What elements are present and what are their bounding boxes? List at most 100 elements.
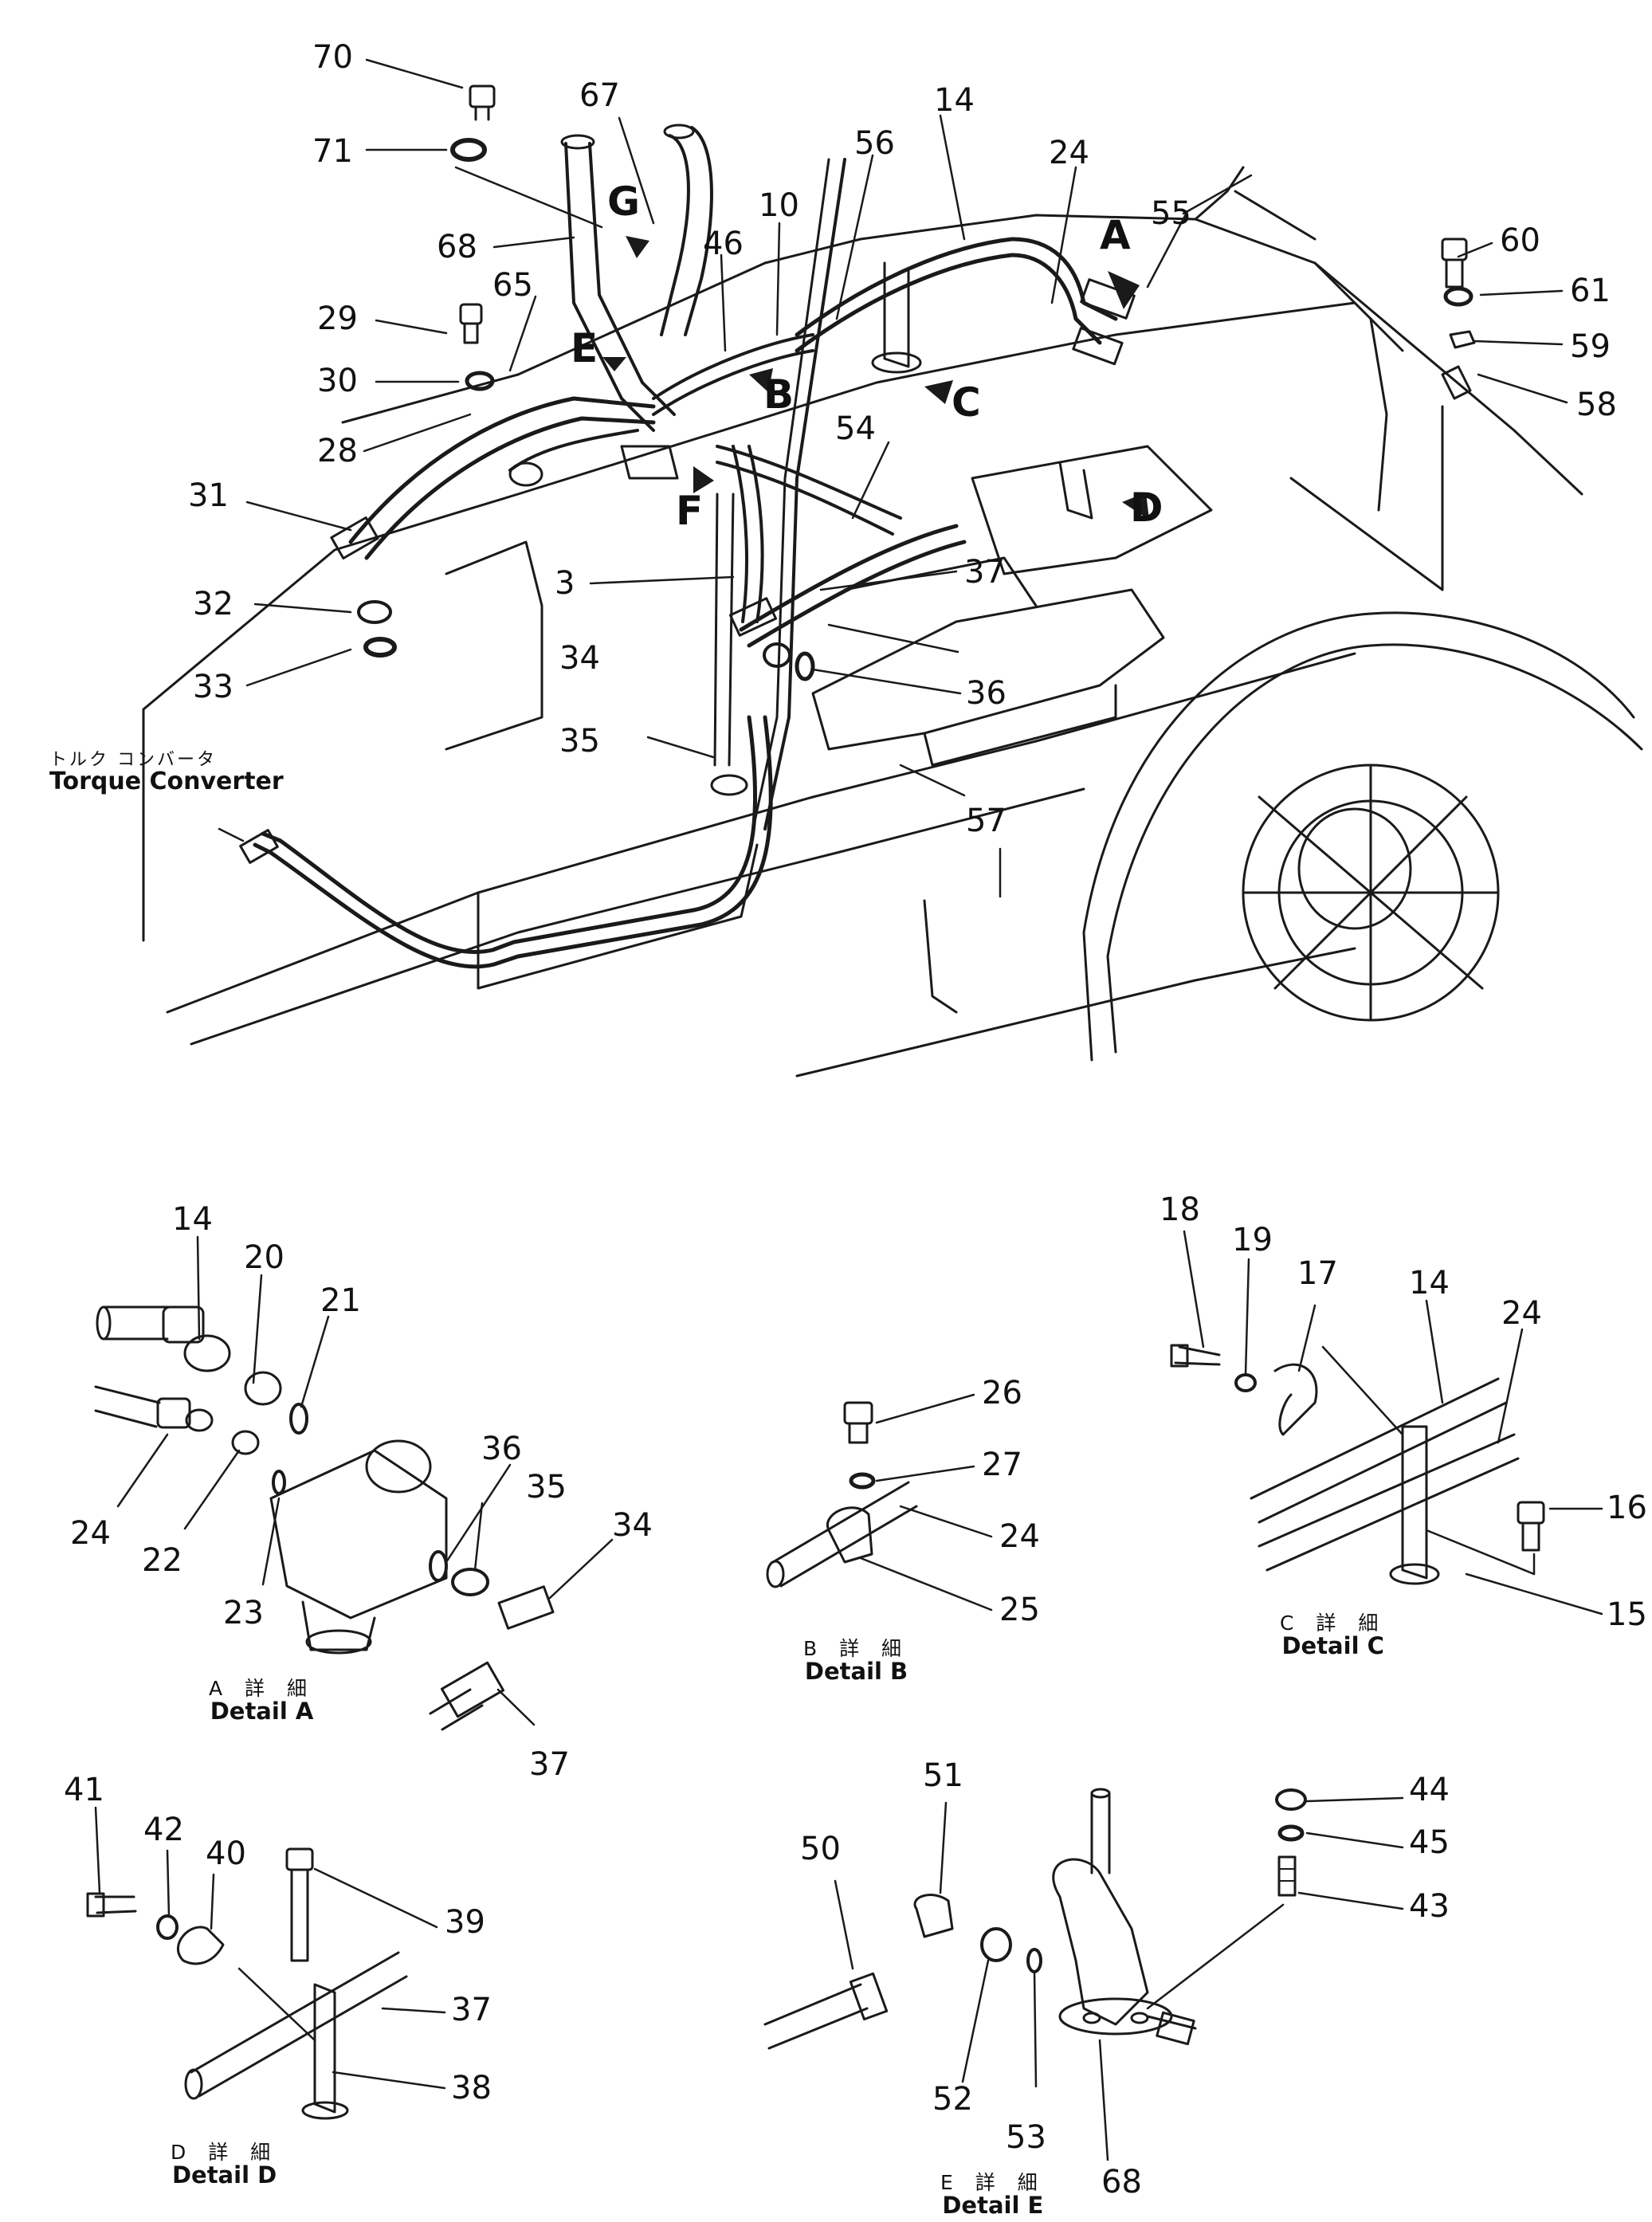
part-number-24: 24 [70,1515,111,1552]
detail-e-caption-en: Detail E [942,2192,1044,2220]
part-number-26: 26 [982,1375,1022,1411]
part-number-54: 54 [835,410,876,447]
detail-c-caption-jp: C 詳 細 [1280,1612,1387,1635]
detail-e-drawing [763,1788,1307,2050]
part-number-24: 24 [1049,135,1089,171]
part-number-36: 36 [966,675,1007,712]
part-number-50: 50 [800,1831,841,1867]
part-number-14: 14 [934,82,975,119]
detail-e-leaders [834,1796,1404,2161]
part-number-52: 52 [932,2081,973,2118]
detail-a-caption-en: Detail A [210,1698,314,1725]
detail-c-leaders [1183,1230,1603,1615]
detail-b-caption-en: Detail B [804,1658,908,1686]
view-marker-b: B [763,371,795,418]
part-number-29: 29 [317,300,358,337]
part-number-68: 68 [1101,2164,1142,2200]
part-number-59: 59 [1570,328,1611,365]
part-number-71: 71 [312,133,353,170]
part-number-40: 40 [206,1835,246,1872]
part-number-53: 53 [1006,2119,1046,2156]
part-number-51: 51 [923,1757,963,1794]
part-number-42: 42 [143,1812,184,1848]
part-number-24: 24 [999,1518,1040,1555]
part-number-39: 39 [445,1904,485,1941]
leader-lines-main [245,58,1568,898]
part-number-38: 38 [451,2070,492,2106]
part-number-33: 33 [193,669,233,705]
part-number-45: 45 [1409,1824,1450,1861]
part-number-57: 57 [966,803,1007,839]
part-number-37: 37 [964,554,1005,591]
part-number-56: 56 [854,125,895,162]
part-number-20: 20 [244,1239,284,1276]
part-number-35: 35 [526,1469,567,1506]
detail-c-caption: C 詳 細 Detail C [1280,1612,1387,1659]
detail-e-caption-jp: E 詳 細 [940,2171,1046,2194]
view-marker-c: C [952,379,981,426]
torque-converter-label-en: Torque Converter [49,767,284,796]
part-number-15: 15 [1607,1596,1647,1633]
part-number-37: 37 [529,1746,570,1783]
torque-converter-label: トルク コンバータ Torque Converter [49,751,284,795]
part-number-67: 67 [579,77,620,114]
part-number-43: 43 [1409,1888,1450,1925]
part-number-37: 37 [451,1992,492,2028]
part-number-70: 70 [312,39,353,76]
part-number-14: 14 [1409,1265,1450,1301]
detail-d-caption: D 詳 細 Detail D [171,2142,278,2188]
part-number-21: 21 [320,1282,361,1319]
part-number-19: 19 [1232,1222,1273,1258]
detail-b-caption-jp: B 詳 細 [803,1637,910,1660]
detail-b-caption: B 詳 細 Detail B [803,1637,910,1686]
machine-body-outline [142,166,1643,1078]
part-number-16: 16 [1607,1490,1647,1526]
part-number-22: 22 [142,1542,182,1579]
part-number-18: 18 [1160,1191,1200,1228]
part-number-35: 35 [559,723,600,760]
small-parts-main [218,84,1476,864]
part-number-17: 17 [1297,1255,1338,1292]
detail-d-leaders [94,1806,446,2090]
detail-a-drawing [94,1305,555,1731]
part-number-65: 65 [492,267,533,304]
detail-d-drawing [86,1847,408,2120]
part-number-34: 34 [559,640,600,677]
part-number-14: 14 [172,1201,213,1238]
part-number-23: 23 [223,1595,264,1631]
part-number-32: 32 [193,586,233,622]
detail-e-caption: E 詳 細 Detail E [940,2171,1046,2220]
part-number-28: 28 [317,433,358,469]
part-number-36: 36 [481,1431,522,1467]
part-number-58: 58 [1576,387,1617,423]
detail-b-leaders [859,1393,993,1612]
part-number-68: 68 [437,229,477,265]
part-number-10: 10 [759,187,799,224]
view-marker-e: E [571,325,598,371]
part-number-27: 27 [982,1447,1022,1483]
part-number-34: 34 [612,1507,653,1544]
part-number-61: 61 [1570,273,1611,309]
part-number-30: 30 [317,363,358,399]
part-number-31: 31 [188,477,229,514]
part-number-3: 3 [555,565,575,602]
view-marker-f: F [676,488,704,534]
view-marker-a: A [1100,212,1131,258]
part-number-41: 41 [64,1772,104,1808]
detail-d-caption-jp: D 詳 細 [171,2141,279,2164]
view-marker-d: D [1130,485,1163,531]
part-number-25: 25 [999,1592,1040,1628]
part-number-24: 24 [1501,1295,1542,1332]
detail-a-leaders [116,1235,614,1726]
torque-converter-label-jp: トルク コンバータ [49,750,217,770]
part-number-60: 60 [1500,222,1540,259]
part-number-46: 46 [703,226,744,262]
detail-d-caption-en: Detail D [171,2161,277,2189]
hydraulic-hose-lines [253,124,1444,969]
detail-a-caption: A 詳 細 Detail A [209,1678,315,1724]
part-number-55: 55 [1151,195,1191,232]
view-direction-arrows [602,236,1149,520]
detail-a-caption-jp: A 詳 細 [209,1677,315,1700]
